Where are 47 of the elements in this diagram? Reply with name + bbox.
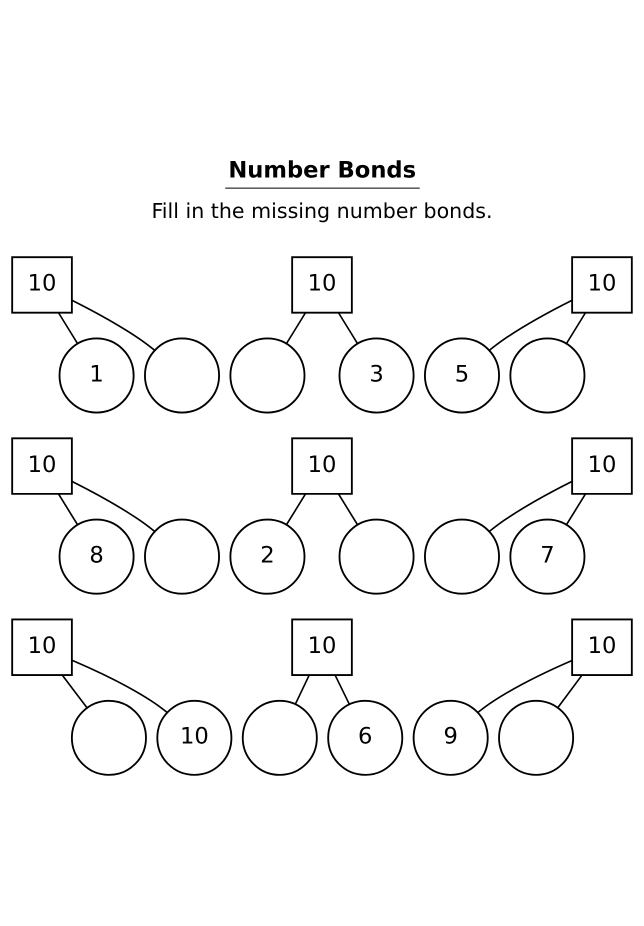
node-circle [242, 700, 318, 776]
node-box: 10 [291, 437, 353, 495]
node-circle: 6 [327, 700, 404, 776]
connector [488, 480, 572, 532]
connector [286, 312, 306, 344]
node-circle [509, 338, 586, 414]
node-box: 10 [571, 256, 633, 314]
node-circle: 10 [156, 700, 232, 776]
node-circle [498, 700, 574, 776]
connector [488, 300, 572, 352]
node-box: 10 [11, 618, 73, 676]
node-circle [424, 518, 500, 595]
connector [72, 300, 156, 352]
connector [334, 674, 350, 705]
node-circle [229, 338, 306, 414]
node-circle: 7 [509, 518, 586, 595]
node-circle [144, 338, 220, 414]
node-box: 10 [291, 618, 353, 676]
connector [58, 494, 78, 526]
node-circle: 1 [58, 338, 135, 414]
connector [477, 660, 572, 714]
node-box: 10 [291, 256, 353, 314]
connector [566, 312, 586, 344]
connector [58, 312, 78, 344]
connector [294, 674, 310, 704]
node-box: 10 [11, 437, 73, 495]
connector [338, 494, 358, 526]
node-circle: 9 [412, 700, 489, 776]
connector [62, 674, 88, 708]
label: Fill in the missing number bonds. [151, 199, 493, 224]
node-circle [338, 518, 415, 595]
node-circle: 5 [424, 338, 500, 414]
connector [286, 494, 306, 526]
node-box: 10 [571, 437, 633, 495]
node-circle: 8 [58, 518, 135, 595]
node-circle [144, 518, 220, 595]
connector [72, 660, 168, 714]
connector [566, 494, 586, 526]
connector [338, 312, 358, 344]
diagram-title: Number Bonds [228, 157, 416, 184]
node-box: 10 [571, 618, 633, 676]
node-circle: 2 [229, 518, 306, 595]
node-box: 10 [11, 256, 73, 314]
node-circle [70, 700, 147, 776]
connector [72, 480, 156, 532]
node-circle: 3 [338, 338, 415, 414]
connector [557, 674, 583, 708]
